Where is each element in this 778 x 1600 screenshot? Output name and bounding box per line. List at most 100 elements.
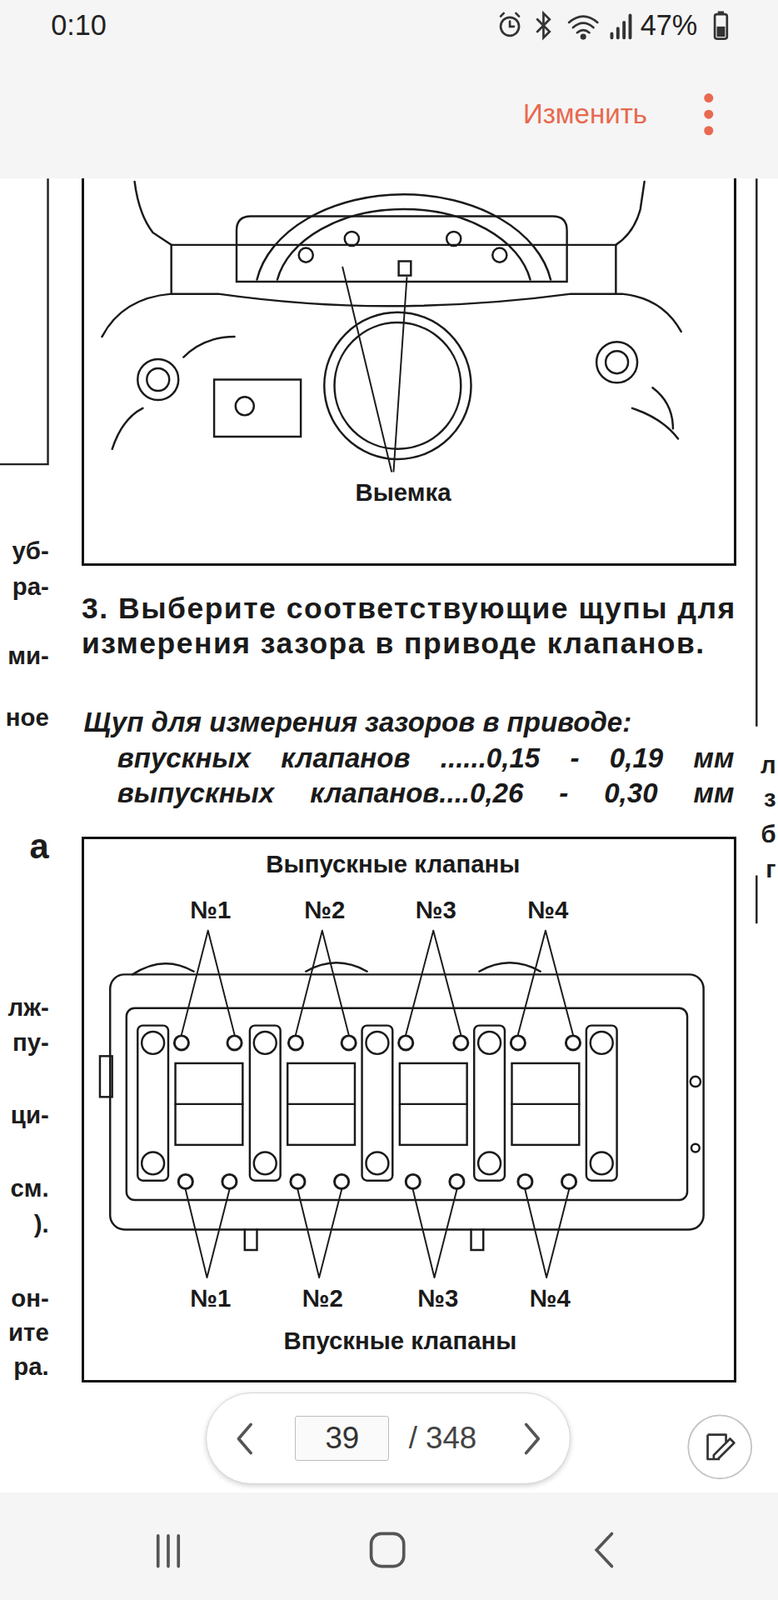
status-time: 0:10 — [50, 9, 107, 42]
cut-off-text: з — [763, 784, 777, 813]
signal-icon — [611, 14, 630, 38]
valve — [561, 1173, 576, 1188]
home-icon — [371, 1532, 404, 1566]
cap-bolt — [365, 1031, 389, 1054]
cut-off-text: л — [760, 750, 777, 779]
spec-value: выпускных клапанов....0,26 - 0,30 мм — [117, 777, 735, 809]
valve — [227, 1035, 242, 1050]
cut-off-text: б — [760, 819, 776, 848]
document-page — [0, 178, 778, 1492]
head-outline — [109, 973, 704, 1229]
figure-callout: Выемка — [355, 478, 452, 507]
annotate-button-circle — [688, 1414, 752, 1478]
casting-lines — [112, 336, 679, 449]
oil-seal — [334, 322, 462, 449]
cap-bolt — [478, 1151, 501, 1174]
cap-bolt — [590, 1151, 614, 1174]
bolt-boss — [146, 368, 170, 391]
sprocket-hole — [299, 248, 314, 263]
exhaust-valves — [174, 1035, 580, 1050]
valve — [398, 1035, 414, 1050]
page-number-box: 39 — [294, 1415, 390, 1461]
callout-number: №3 — [415, 896, 457, 925]
valve — [334, 1173, 350, 1188]
page-count: / 348 — [408, 1420, 478, 1456]
leader-lines — [181, 930, 574, 1277]
menu-dot — [703, 93, 714, 103]
sprocket-rim — [256, 194, 551, 280]
navigation-bar — [0, 1491, 778, 1600]
sprocket-recess — [236, 216, 568, 282]
neighbour-frame-left — [0, 178, 49, 464]
annotate-button — [688, 1414, 752, 1478]
cut-off-text: ). — [34, 1209, 50, 1238]
valve — [453, 1035, 469, 1050]
sprocket-hole — [492, 248, 507, 263]
cap-bolt — [254, 1031, 277, 1054]
back-icon — [596, 1532, 612, 1566]
bolt-boss — [137, 359, 179, 400]
figure-frame: Выпускные клапаны№1№2№3№4№1№2№3№4Впускны… — [81, 836, 737, 1382]
cap-bolt — [141, 1151, 165, 1174]
status-and-header-bar — [0, 0, 778, 179]
valve — [290, 1173, 305, 1188]
valve — [174, 1035, 189, 1050]
page-pager: 39 / 348 — [205, 1391, 571, 1484]
battery-percent: 47% — [640, 9, 699, 42]
leader-line — [342, 267, 407, 472]
figure-heading: Впускные клапаны — [283, 1326, 517, 1355]
spec-value: впускных клапанов ......0,15 - 0,19 мм — [117, 742, 735, 774]
valve — [178, 1173, 193, 1188]
cut-off-text: лж- — [7, 993, 49, 1023]
instruction-text: 3. Выберите соответствующие щупы для изм… — [81, 591, 737, 661]
sprocket-hole — [344, 231, 360, 246]
sprocket-hole — [446, 231, 461, 246]
valve — [510, 1035, 525, 1050]
cap-bolt — [478, 1031, 501, 1054]
figure-heading: Выпускные клапаны — [265, 849, 520, 878]
bearing-cap — [473, 1025, 505, 1181]
cut-off-text: ите — [8, 1317, 50, 1347]
oil-seal — [324, 312, 471, 459]
cut-off-text: см. — [10, 1173, 50, 1202]
page-number: 39 — [324, 1419, 360, 1455]
edit-button-label: Изменить — [523, 98, 648, 130]
cut-off-text: он- — [10, 1283, 49, 1312]
cut-off-text: ра. — [13, 1351, 49, 1381]
menu-dot — [703, 109, 714, 120]
wifi-icon — [568, 16, 598, 34]
wifi-dot — [581, 34, 585, 39]
valve — [518, 1173, 533, 1188]
camshaft-line — [175, 1102, 580, 1105]
annotate-icon — [708, 1434, 735, 1459]
cut-off-text: а — [29, 826, 50, 867]
bolt-boss — [605, 350, 629, 374]
cap-bolt — [365, 1151, 389, 1174]
cut-off-text: г — [765, 854, 776, 883]
cut-off-text: ра- — [12, 572, 50, 601]
valve — [565, 1035, 580, 1050]
cut-off-text: ное — [5, 703, 50, 732]
battery-cap — [718, 10, 724, 15]
neighbour-frame-right — [755, 178, 758, 923]
callout-number: №3 — [417, 1283, 459, 1312]
bearing-cap — [249, 1025, 281, 1181]
bearing-cap — [137, 1025, 169, 1181]
callout-number: №1 — [189, 1283, 231, 1312]
intake-valves — [178, 1173, 576, 1188]
callout-number: №2 — [304, 896, 345, 925]
bolt-boss — [596, 341, 638, 383]
battery-icon — [714, 14, 728, 39]
cylinder-head-front-view — [101, 181, 681, 472]
spec-heading: Щуп для измерения зазоров в приводе: — [83, 706, 736, 739]
bearing-cap — [586, 1025, 618, 1181]
mount-hole — [235, 396, 255, 415]
cap-bolt — [141, 1031, 165, 1054]
valve — [405, 1173, 420, 1188]
callout-number: №2 — [302, 1283, 344, 1312]
cap-bolt — [590, 1031, 614, 1054]
cylinder-head-top-view — [99, 930, 704, 1277]
valve — [288, 1035, 303, 1050]
timing-notch — [398, 260, 412, 275]
